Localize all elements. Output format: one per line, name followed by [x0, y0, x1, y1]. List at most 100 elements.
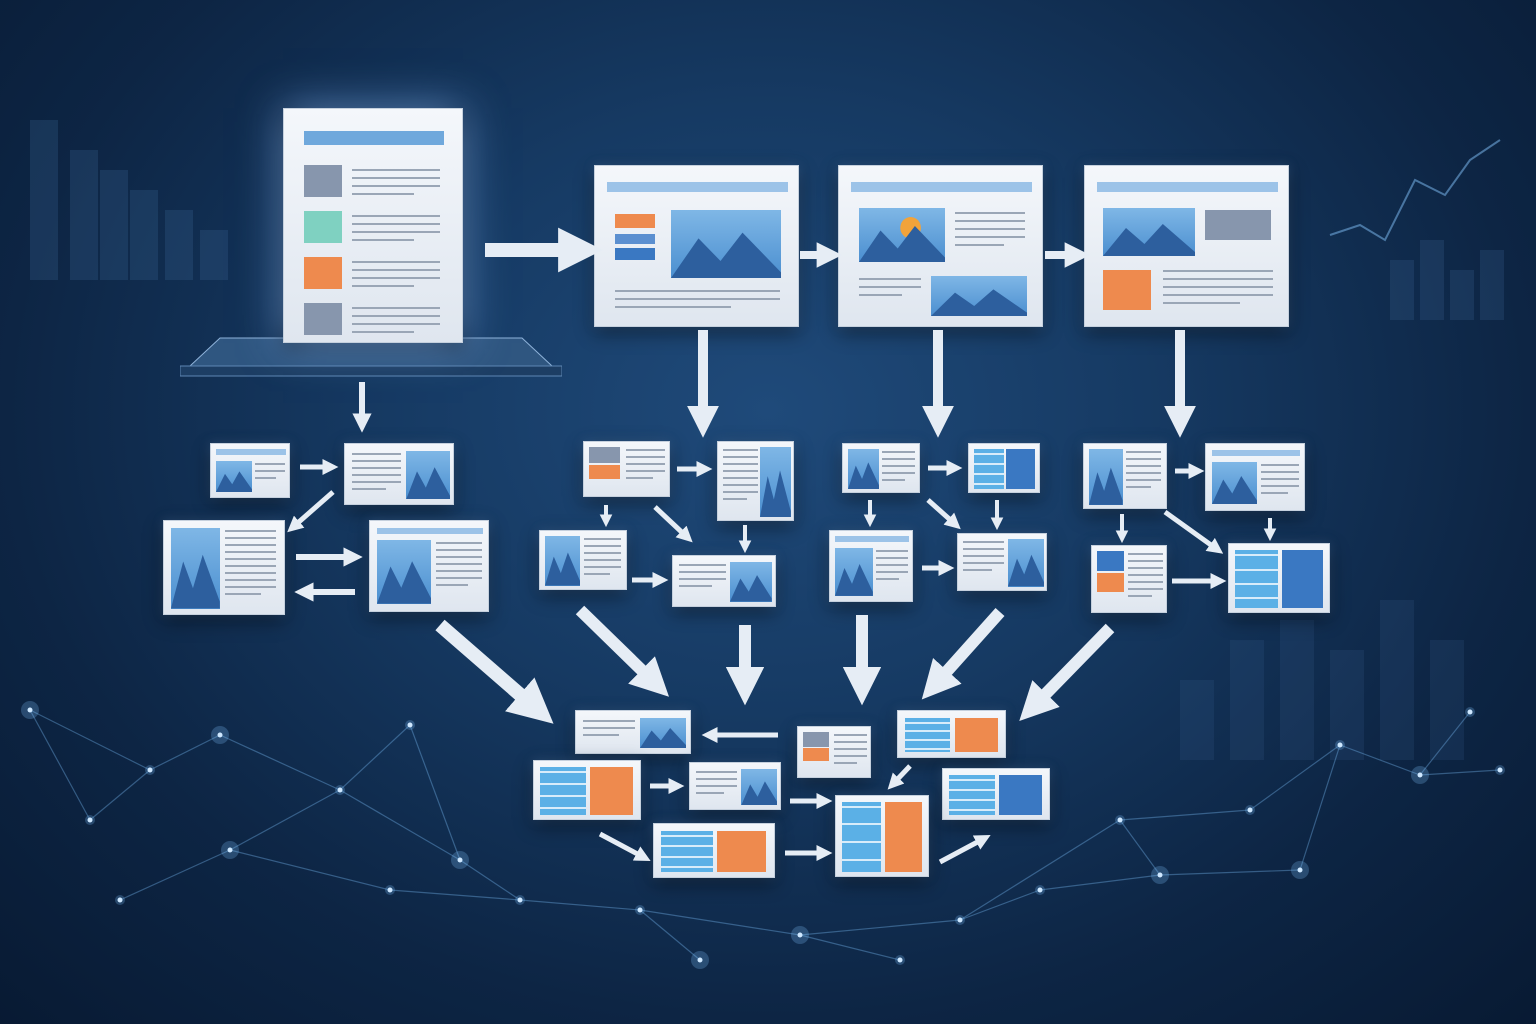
- flow-arrow: [653, 505, 693, 543]
- image-icon: [1103, 208, 1195, 256]
- text-line: [695, 791, 725, 794]
- bg-bar: [70, 150, 98, 280]
- network-node: [227, 847, 233, 853]
- network-link: [1159, 869, 1301, 876]
- color-block: [974, 453, 1005, 455]
- network-node: [87, 817, 93, 823]
- network-link: [119, 849, 231, 901]
- image-icon: [639, 717, 687, 749]
- color-block: [304, 211, 342, 243]
- network-node: [897, 957, 903, 963]
- text-line: [255, 463, 286, 465]
- color-block: [954, 717, 999, 753]
- text-line: [679, 578, 727, 581]
- text-line: [436, 542, 482, 545]
- text-line: [615, 306, 731, 308]
- network-node: [1157, 872, 1163, 878]
- color-block: [1235, 583, 1278, 585]
- color-block: [661, 831, 713, 872]
- image-icon: [171, 528, 221, 609]
- network-link: [149, 734, 221, 771]
- text-line: [1128, 581, 1163, 583]
- flow-arrow: [926, 498, 961, 530]
- text-line: [1261, 464, 1299, 466]
- text-line: [625, 477, 654, 480]
- text-line: [955, 244, 1004, 246]
- text-line: [876, 550, 909, 553]
- color-block: [540, 806, 586, 809]
- bg-bar: [100, 170, 128, 280]
- text-line: [352, 177, 440, 179]
- text-line: [436, 549, 482, 552]
- text-line: [1126, 486, 1151, 489]
- flow-arrow: [1163, 509, 1224, 554]
- network-node: [387, 887, 393, 893]
- network-link: [89, 769, 151, 821]
- color-block: [216, 449, 286, 455]
- text-line: [352, 185, 440, 187]
- network-node: [147, 767, 153, 773]
- text-line: [584, 559, 621, 562]
- flow-arrow: [887, 764, 912, 790]
- network-node: [407, 722, 413, 728]
- color-block: [540, 767, 586, 815]
- network-node: [1497, 767, 1503, 773]
- text-line: [351, 452, 402, 455]
- text-line: [723, 449, 758, 451]
- text-line: [723, 498, 748, 500]
- text-line: [723, 456, 758, 458]
- text-line: [1126, 479, 1162, 482]
- text-line: [1163, 270, 1273, 272]
- color-block: [1097, 573, 1124, 592]
- flow-arrow: [938, 834, 991, 865]
- text-line: [225, 586, 277, 589]
- page-card-0: [210, 443, 290, 498]
- page-card-12: [1083, 443, 1167, 509]
- text-line: [1128, 595, 1153, 597]
- network-node: [457, 857, 463, 863]
- text-line: [882, 458, 915, 460]
- text-line: [625, 470, 665, 473]
- bg-bar: [1280, 620, 1314, 760]
- text-line: [582, 719, 636, 722]
- text-line: [225, 593, 261, 596]
- page-card-14: [1091, 545, 1167, 613]
- network-link: [1419, 711, 1471, 776]
- color-block: [661, 845, 713, 848]
- text-line: [723, 491, 758, 493]
- text-line: [695, 777, 737, 780]
- color-block: [615, 234, 655, 244]
- text-line: [1126, 465, 1162, 468]
- color-block: [304, 165, 342, 197]
- page-card-3: [369, 520, 489, 612]
- text-line: [679, 585, 712, 588]
- color-block: [949, 808, 995, 811]
- color-block: [841, 805, 882, 808]
- color-block: [949, 789, 995, 792]
- page-card-18: [897, 710, 1006, 758]
- color-block: [1235, 554, 1278, 557]
- text-line: [352, 169, 440, 171]
- color-block: [999, 775, 1043, 815]
- text-line: [723, 470, 758, 472]
- network-link: [219, 734, 341, 791]
- text-line: [1128, 588, 1163, 590]
- text-line: [876, 564, 909, 567]
- text-line: [436, 563, 482, 566]
- page-card-23: [653, 823, 775, 878]
- image-icon: [835, 548, 873, 596]
- image-icon: [931, 276, 1027, 316]
- color-block: [615, 214, 655, 228]
- image-icon: [1089, 449, 1123, 505]
- flow-arrow: [575, 605, 670, 697]
- image-icon: [1007, 539, 1044, 587]
- color-block: [904, 730, 951, 733]
- page-card-11: [957, 533, 1047, 591]
- color-block: [661, 855, 713, 858]
- text-line: [1126, 451, 1162, 454]
- text-line: [352, 269, 440, 271]
- text-line: [882, 479, 905, 481]
- network-link: [1119, 809, 1251, 821]
- color-block: [1097, 551, 1124, 572]
- color-block: [377, 528, 483, 535]
